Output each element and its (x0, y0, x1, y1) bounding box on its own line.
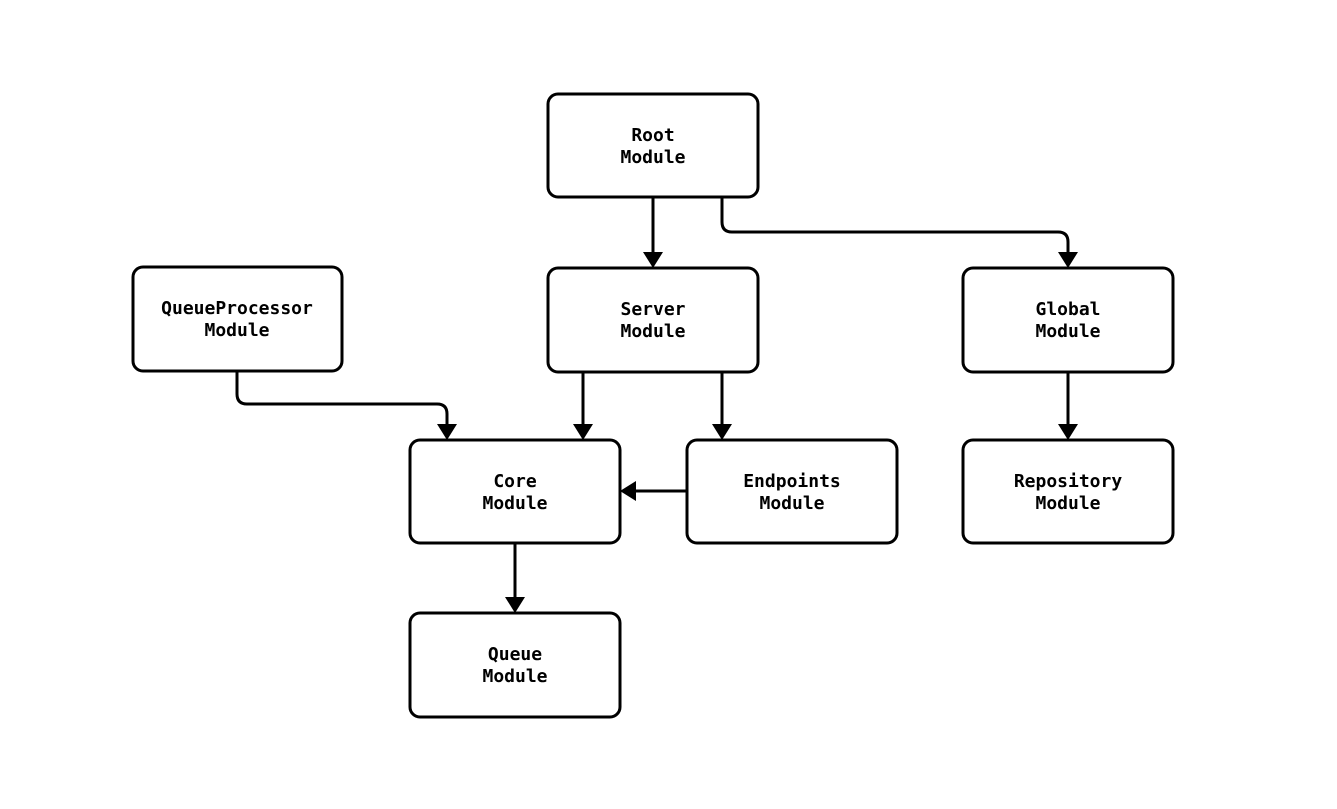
node-server-module-box[interactable] (546, 266, 760, 374)
node-repository-module-label-line2: Module (1035, 493, 1100, 514)
node-endpoints-module-label-line1: Endpoints (743, 471, 841, 492)
node-root-module-label-line1: Root (631, 125, 674, 146)
node-root-module-box[interactable] (546, 92, 760, 199)
node-root-module-label-line2: Module (620, 147, 685, 168)
edge-global-repository-arrowhead (1058, 424, 1078, 440)
edges-layer (235, 197, 1078, 613)
node-repository-module-label-line1: Repository (1014, 471, 1123, 492)
edge-core-queue (505, 543, 525, 613)
nodes-layer: Root Module QueueProcessor Module Server… (131, 92, 1175, 719)
node-queueprocessor-module[interactable]: QueueProcessor Module (131, 265, 344, 373)
node-server-module-label-line2: Module (620, 321, 685, 342)
edge-queueprocessor-core-line (235, 371, 449, 424)
edge-core-queue-arrowhead (505, 597, 525, 613)
node-global-module-label-line1: Global (1035, 299, 1100, 320)
edge-endpoints-core-arrowhead (620, 481, 636, 501)
node-endpoints-module[interactable]: Endpoints Module (685, 438, 899, 545)
node-queue-module[interactable]: Queue Module (408, 611, 622, 719)
node-core-module-label-line1: Core (493, 471, 537, 492)
edge-queueprocessor-core-arrowhead (437, 424, 457, 440)
node-global-module-label-line2: Module (1035, 321, 1100, 342)
node-queueprocessor-module-label-line2: Module (204, 320, 269, 341)
edge-queueprocessor-core (235, 371, 457, 440)
node-queueprocessor-module-label-line1: QueueProcessor (161, 298, 313, 319)
edge-root-global (720, 197, 1078, 268)
node-server-module-label-line1: Server (620, 299, 685, 320)
node-server-module[interactable]: Server Module (546, 266, 760, 374)
edge-root-server (643, 197, 663, 268)
node-core-module-label-line2: Module (482, 493, 547, 514)
node-repository-module[interactable]: Repository Module (961, 438, 1175, 545)
node-core-module-box[interactable] (408, 438, 622, 545)
edge-endpoints-core (620, 481, 687, 501)
edge-server-core-arrowhead (573, 424, 593, 440)
node-endpoints-module-label-line2: Module (759, 493, 824, 514)
node-repository-module-box[interactable] (961, 438, 1175, 545)
node-endpoints-module-box[interactable] (685, 438, 899, 545)
node-queue-module-box[interactable] (408, 611, 622, 719)
node-queue-module-label-line1: Queue (488, 644, 542, 665)
edge-root-global-arrowhead (1058, 252, 1078, 268)
node-global-module-box[interactable] (961, 266, 1175, 374)
edge-server-endpoints-arrowhead (712, 424, 732, 440)
edge-server-endpoints (712, 372, 732, 440)
node-queue-module-label-line2: Module (482, 666, 547, 687)
node-queueprocessor-module-box[interactable] (131, 265, 344, 373)
edge-global-repository (1058, 372, 1078, 440)
edge-root-server-arrowhead (643, 252, 663, 268)
edge-server-core (573, 372, 593, 440)
node-core-module[interactable]: Core Module (408, 438, 622, 545)
node-root-module[interactable]: Root Module (546, 92, 760, 199)
node-global-module[interactable]: Global Module (961, 266, 1175, 374)
edge-root-global-line (720, 197, 1070, 252)
